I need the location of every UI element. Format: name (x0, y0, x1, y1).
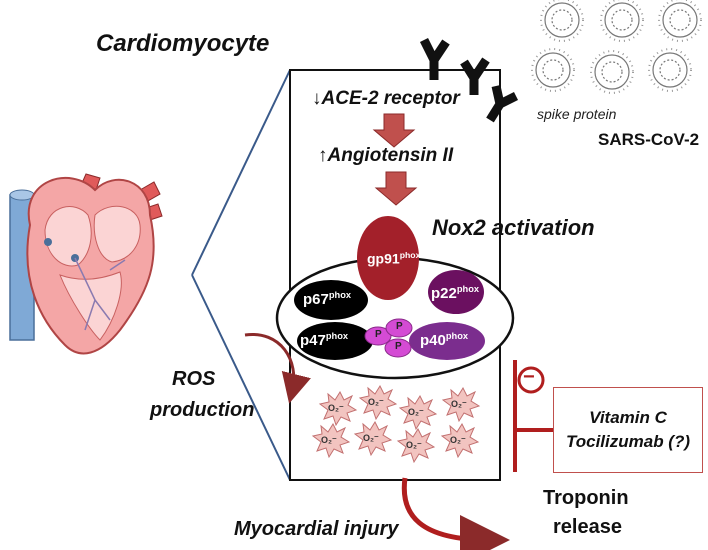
down-arrow-1 (372, 113, 416, 148)
p40-ellipse (409, 322, 485, 360)
ros-stars (311, 384, 481, 464)
virus-icon (544, 2, 580, 38)
p47-label: p47phox (300, 331, 349, 349)
inhibit-minus: − (523, 366, 535, 388)
ros-label: ROS (172, 368, 216, 390)
superoxide-label: O₂⁻ (328, 403, 344, 413)
nox2-activation-label: Nox2 activation (432, 215, 595, 240)
p40-label: p40phox (420, 331, 469, 349)
p22-ellipse (428, 270, 484, 314)
cardiomyocyte-title: Cardiomyocyte (96, 30, 270, 57)
superoxide-label: O₂⁻ (368, 397, 384, 407)
phosphate-label: P (375, 329, 382, 340)
superoxide-label: O₂⁻ (451, 399, 467, 409)
heart-illustration (9, 173, 163, 355)
phosphate-3 (384, 338, 412, 358)
virus-icon (535, 52, 571, 88)
p67-ellipse (294, 280, 368, 320)
ros-star (353, 420, 393, 457)
ros-star (440, 422, 480, 459)
phosphate-1 (364, 326, 392, 346)
phosphate-label: P (396, 321, 403, 332)
superoxide-label: O₂⁻ (321, 435, 337, 445)
spike-protein-label: spike protein (537, 106, 617, 122)
ace2-receptor-label: ↓ACE-2 receptor (312, 88, 460, 109)
gp91-ellipse (357, 216, 419, 300)
zoom-line-bottom (191, 274, 291, 481)
sars-cov-2-label: SARS-CoV-2 (598, 130, 700, 149)
ros-star (358, 384, 398, 421)
ros-star (311, 422, 351, 459)
superoxide-label: O₂⁻ (408, 407, 424, 417)
p67-label: p67phox (303, 290, 352, 308)
ros-production-arrow (244, 332, 311, 404)
ros-star (398, 394, 438, 431)
virus-icon (604, 2, 640, 38)
inhibit-icon (517, 366, 545, 394)
down-arrow-2 (374, 171, 418, 206)
phosphate-2 (385, 318, 413, 338)
release-label: release (553, 516, 622, 538)
zoom-line-top (191, 69, 291, 276)
virus-icon (652, 52, 688, 88)
p47-ellipse (297, 322, 373, 360)
troponin-release-arrow (401, 477, 510, 550)
treatment-box: Vitamin C Tocilizumab (?) (553, 387, 703, 473)
gp91-label: gp91phox (367, 250, 421, 267)
ros-star (441, 386, 481, 423)
ros-star (396, 427, 436, 464)
ros-star (318, 390, 358, 427)
phosphate-label: P (395, 341, 402, 352)
production-label: production (150, 399, 255, 421)
superoxide-label: O₂⁻ (450, 435, 466, 445)
spike-proteins (419, 37, 519, 123)
superoxide-label: O₂⁻ (406, 440, 422, 450)
p22-label: p22phox (431, 284, 480, 302)
myocardial-injury-label: Myocardial injury (234, 518, 399, 540)
superoxide-label: O₂⁻ (363, 433, 379, 443)
angiotensin-label: ↑Angiotensin II (318, 145, 454, 166)
sars-cov-2-virions (531, 0, 702, 94)
virus-icon (594, 54, 630, 90)
troponin-label: Troponin (543, 487, 629, 509)
tocilizumab-label: Tocilizumab (?) (565, 432, 691, 451)
cardiomyocyte-box (289, 69, 501, 481)
vitamin-c-label: Vitamin C (589, 408, 667, 427)
virus-icon (662, 2, 698, 38)
inhibition-bar (513, 360, 553, 472)
